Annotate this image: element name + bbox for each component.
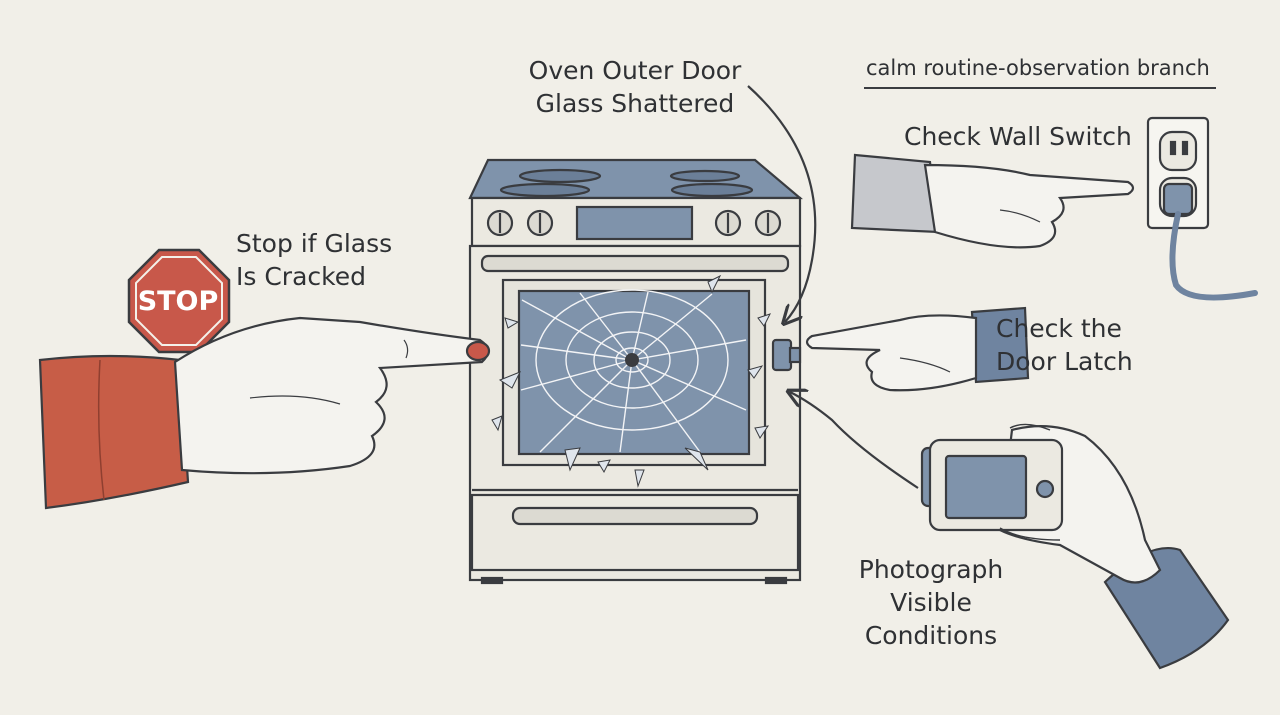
label-stop-if-cracked: Stop if Glass Is Cracked bbox=[236, 229, 393, 291]
wall-outlet bbox=[1146, 116, 1258, 301]
label-photograph-conditions: Photograph Visible Conditions bbox=[858, 555, 1004, 650]
glass-cracks bbox=[520, 289, 747, 453]
label-branch: calm routine-observation branch bbox=[866, 56, 1210, 80]
power-cord bbox=[1169, 211, 1258, 301]
left-hand bbox=[173, 316, 490, 475]
arrow-photograph bbox=[790, 392, 919, 489]
door-latch bbox=[771, 338, 793, 372]
stop-sign-text: STOP bbox=[137, 286, 219, 317]
arrow-oven-glass bbox=[747, 85, 817, 322]
camera-hand bbox=[920, 423, 1230, 670]
burner-back-left bbox=[518, 168, 602, 184]
glass-shards bbox=[491, 274, 771, 488]
oven-door-handle bbox=[480, 254, 790, 273]
camera bbox=[920, 438, 1064, 532]
hand-wall-switch bbox=[850, 153, 1135, 249]
label-check-wall-switch: Check Wall Switch bbox=[904, 122, 1132, 151]
oven-drawer bbox=[470, 493, 800, 572]
oven-display bbox=[575, 205, 694, 241]
label-oven-glass-shattered: Oven Outer Door Glass Shattered bbox=[528, 56, 742, 118]
arrows bbox=[747, 85, 919, 489]
hand-door-latch bbox=[805, 306, 1030, 392]
red-sleeve bbox=[38, 354, 190, 510]
burner-back-right bbox=[669, 169, 741, 183]
burner-front-left bbox=[499, 182, 591, 198]
oven-drawer-handle bbox=[511, 506, 759, 526]
burner-front-right bbox=[670, 182, 754, 198]
label-check-door-latch: Check the Door Latch bbox=[996, 314, 1133, 376]
left-pointing-hand bbox=[38, 316, 491, 510]
